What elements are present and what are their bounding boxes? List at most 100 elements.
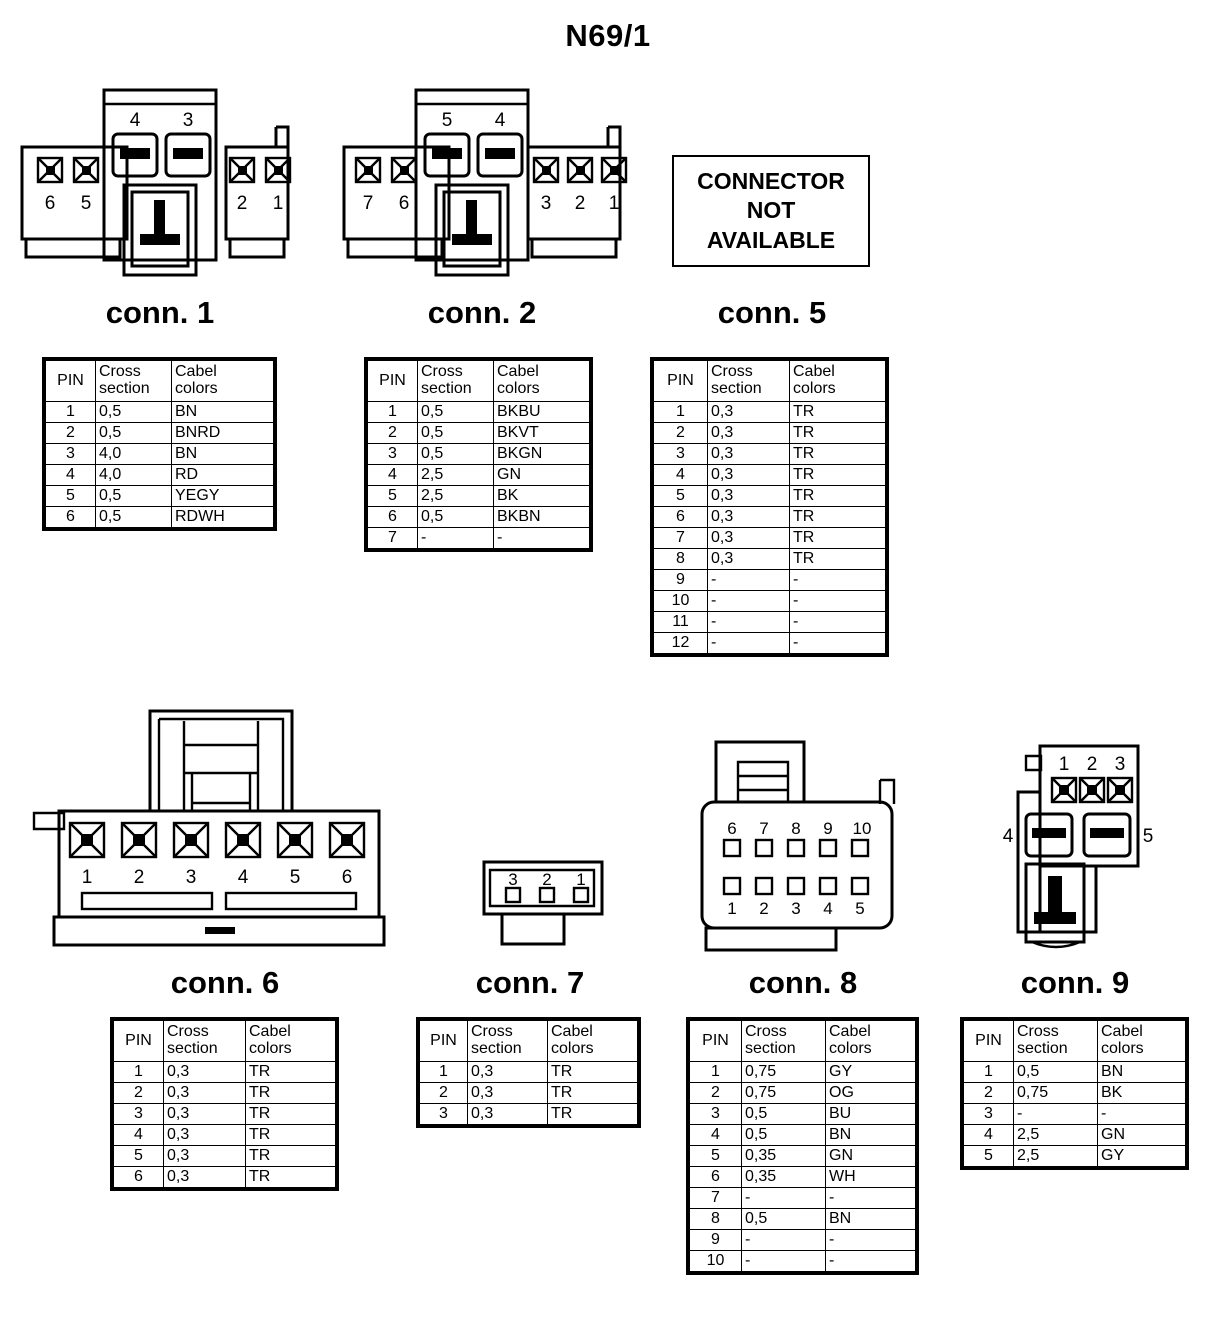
header-pin: PIN [113,1020,164,1062]
cell-cross-section: - [741,1187,826,1209]
cell-cross-section: 0,3 [467,1103,548,1125]
svg-text:10: 10 [853,819,872,838]
svg-text:6: 6 [727,819,736,838]
page-title: N69/1 [565,18,651,53]
cell-cross-section: 0,3 [707,506,790,528]
cell-pin: 6 [689,1166,742,1188]
svg-text:3: 3 [1115,754,1126,775]
cell-cross-section: 0,5 [417,401,494,423]
conn9-top-pins: 1 2 3 [1050,754,1134,804]
conn2-pin-label-2: 2 [575,193,586,214]
cell-cross-section: 0,3 [707,401,790,423]
svg-text:4: 4 [238,867,249,888]
cell-cable-colors: BN [1097,1061,1186,1083]
cell-pin: 9 [653,569,708,591]
cell-cross-section: 0,5 [1013,1061,1098,1083]
cell-pin: 2 [419,1082,468,1104]
table-row: 3-- [963,1103,1186,1125]
cell-pin: 4 [367,464,418,486]
conn2-right-pins: 3 2 1 [532,156,628,214]
cell-cross-section: 2,5 [417,464,494,486]
cell-cable-colors: TR [547,1061,638,1083]
conn9-label: conn. 9 [1020,965,1130,1000]
cell-pin: 1 [419,1061,468,1083]
conn2-drawing: 5 4 7 6 [338,82,644,282]
conn1-right-pins: 2 1 [228,156,292,214]
svg-text:3: 3 [791,899,800,918]
cell-pin: 5 [45,485,96,507]
cell-cross-section: 0,5 [95,401,172,423]
cell-cable-colors: TR [789,401,886,423]
svg-text:2: 2 [1087,754,1098,775]
conn8-label: conn. 8 [748,965,858,1000]
svg-text:1: 1 [82,867,93,888]
cell-pin: 7 [689,1187,742,1209]
conn7-pins: 3 2 1 [504,870,590,904]
cell-cable-colors: BN [171,443,274,465]
connector-not-available-box: CONNECTOR NOT AVAILABLE [672,155,870,267]
cell-cross-section: - [417,527,494,549]
conn2-pin-label-5: 5 [442,110,453,131]
cell-cross-section: 0,3 [707,422,790,444]
cell-cross-section: 0,5 [741,1208,826,1230]
conn2-pin-label-3: 3 [541,193,552,214]
cell-cable-colors: RDWH [171,506,274,528]
cell-cross-section: 2,5 [1013,1145,1098,1167]
conn9-pin-label-5: 5 [1143,826,1154,847]
cell-pin: 7 [653,527,708,549]
cell-pin: 3 [367,443,418,465]
cell-cable-colors: GN [493,464,590,486]
conn2-label: conn. 2 [427,295,537,330]
cell-cable-colors: TR [245,1082,336,1104]
svg-text:2: 2 [759,899,768,918]
cell-cross-section: 2,5 [1013,1124,1098,1146]
cell-pin: 7 [367,527,418,549]
cell-cross-section: 0,3 [467,1061,548,1083]
cell-pin: 3 [419,1103,468,1125]
cell-cross-section: 0,75 [741,1082,826,1104]
cell-pin: 9 [689,1229,742,1251]
cell-pin: 1 [45,401,96,423]
svg-text:5: 5 [855,899,864,918]
cna-line-3: AVAILABLE [706,226,836,253]
cell-cable-colors: GN [825,1145,916,1167]
conn1-pin-label-4: 4 [130,110,141,131]
cell-pin: 3 [653,443,708,465]
conn2-pin-label-4: 4 [495,110,506,131]
cell-cable-colors: BKVT [493,422,590,444]
cell-cable-colors: BKGN [493,443,590,465]
cell-cross-section: 0,75 [741,1061,826,1083]
cell-pin: 5 [689,1145,742,1167]
cell-pin: 3 [45,443,96,465]
table-row: 7-- [689,1187,916,1209]
cell-pin: 3 [689,1103,742,1125]
cell-cable-colors: GY [825,1061,916,1083]
cell-cross-section: - [707,611,790,633]
cell-cross-section: - [1013,1103,1098,1125]
cell-cable-colors: BK [1097,1082,1186,1104]
cell-cross-section: 0,5 [741,1124,826,1146]
